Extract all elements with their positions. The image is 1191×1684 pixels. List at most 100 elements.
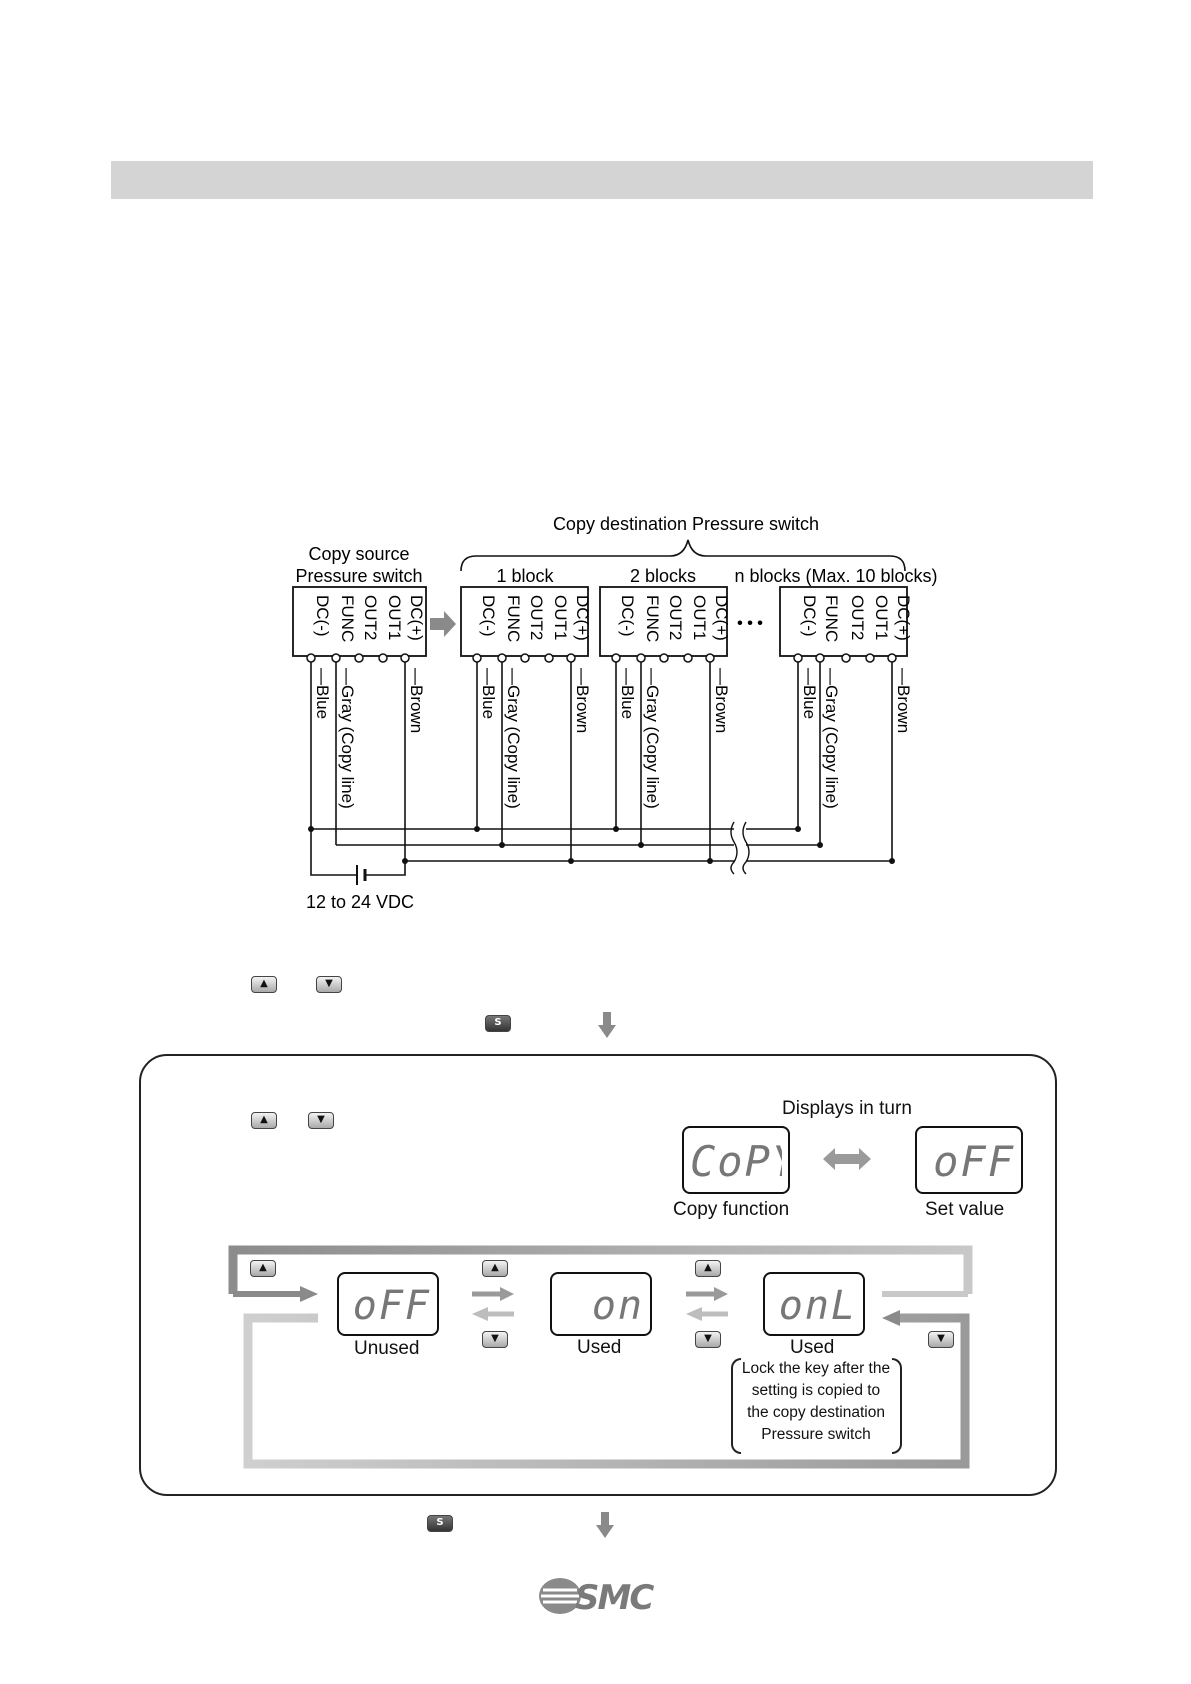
state-display-onl: onL bbox=[763, 1272, 865, 1336]
state-display-on: on bbox=[550, 1272, 652, 1336]
terminal-dot bbox=[793, 653, 803, 663]
terminal-label: DC(+) bbox=[407, 595, 426, 641]
wiring-diagram: Copy destination Pressure switch Copy so… bbox=[292, 514, 938, 912]
wire-label: —Gray (Copy line) bbox=[643, 668, 662, 809]
terminal-label: FUNC bbox=[504, 595, 523, 642]
lock-note-line: Pressure switch bbox=[761, 1426, 871, 1443]
destination-brace bbox=[460, 539, 906, 572]
block-1-label: 1 block bbox=[496, 566, 554, 586]
wire-label: —Brown bbox=[573, 668, 592, 733]
state-display-text: on bbox=[591, 1283, 644, 1328]
terminal-label: DC(-) bbox=[618, 595, 637, 637]
ellipsis: • • • bbox=[737, 615, 763, 632]
line-break-mark bbox=[730, 821, 750, 875]
terminal-label: OUT1 bbox=[551, 595, 570, 640]
terminal-label: OUT1 bbox=[385, 595, 404, 640]
wire-label: —Brown bbox=[894, 668, 913, 733]
section-header-bar bbox=[111, 161, 1093, 199]
wire-label: —Gray (Copy line) bbox=[504, 668, 523, 809]
source-label-line2: Pressure switch bbox=[295, 566, 422, 586]
smc-logo: SMC bbox=[537, 1576, 667, 1618]
wire-label: —Blue bbox=[313, 668, 332, 719]
terminal-label: DC(+) bbox=[894, 595, 913, 641]
terminal-label: OUT2 bbox=[527, 595, 546, 640]
copy-display-text: CoPY bbox=[690, 1137, 782, 1186]
terminal-label: OUT1 bbox=[690, 595, 709, 640]
terminal-dot bbox=[683, 653, 693, 663]
up-key-icon: ▲ bbox=[482, 1260, 508, 1277]
up-key-icon: ▲ bbox=[251, 976, 277, 993]
terminal-label: DC(-) bbox=[800, 595, 819, 637]
destination-title: Copy destination Pressure switch bbox=[553, 514, 819, 534]
block-2-label: 2 blocks bbox=[630, 566, 696, 586]
terminal-dot bbox=[636, 653, 646, 663]
copy-display: CoPY bbox=[682, 1126, 790, 1194]
smc-logo-text: SMC bbox=[575, 1578, 654, 1618]
terminal-dot bbox=[354, 653, 364, 663]
lock-note-line: Lock the key after the bbox=[741, 1360, 891, 1377]
terminal-dot bbox=[887, 653, 897, 663]
copy-arrow bbox=[430, 611, 456, 637]
terminal-label: FUNC bbox=[338, 595, 357, 642]
terminal-label: FUNC bbox=[822, 595, 841, 642]
note-paren-left bbox=[731, 1358, 741, 1454]
displays-in-turn-label: Displays in turn bbox=[782, 1098, 912, 1119]
terminal-dot bbox=[865, 653, 875, 663]
terminal-dot bbox=[659, 653, 669, 663]
down-key-icon: ▼ bbox=[928, 1331, 954, 1348]
set-value-label: Set value bbox=[925, 1199, 1005, 1220]
copy-function-panel bbox=[139, 1054, 1057, 1496]
down-arrow-icon bbox=[598, 1012, 616, 1038]
terminal-label: DC(-) bbox=[313, 595, 332, 637]
state-display-text: oFF bbox=[352, 1283, 431, 1328]
alternate-arrow-icon bbox=[823, 1148, 871, 1170]
down-key-icon: ▼ bbox=[695, 1331, 721, 1348]
lock-note-line: the copy destination bbox=[747, 1404, 885, 1421]
state-label-unused: Unused bbox=[354, 1338, 420, 1359]
source-label-line1: Copy source bbox=[308, 544, 409, 564]
wire-label: —Brown bbox=[407, 668, 426, 733]
copy-function-label: Copy function bbox=[673, 1199, 790, 1220]
up-key-icon: ▲ bbox=[250, 1260, 276, 1277]
terminal-dot bbox=[611, 653, 621, 663]
wire-label: —Blue bbox=[800, 668, 819, 719]
state-label-used: Used bbox=[790, 1337, 835, 1358]
terminal-dot bbox=[331, 653, 341, 663]
down-key-icon: ▼ bbox=[308, 1112, 334, 1129]
terminal-dot bbox=[306, 653, 316, 663]
state-label-used: Used bbox=[577, 1337, 622, 1358]
set-key-icon: S bbox=[427, 1515, 453, 1532]
terminal-label: OUT2 bbox=[848, 595, 867, 640]
wire-label: —Gray (Copy line) bbox=[822, 668, 841, 809]
terminal-label: DC(-) bbox=[479, 595, 498, 637]
smc-logo-mark bbox=[539, 1578, 581, 1614]
off-display: oFF bbox=[915, 1126, 1023, 1194]
terminal-dot bbox=[378, 653, 388, 663]
terminal-dot bbox=[841, 653, 851, 663]
block-n-label: n blocks (Max. 10 blocks) bbox=[734, 566, 937, 586]
down-key-icon: ▼ bbox=[316, 976, 342, 993]
terminal-dot bbox=[400, 653, 410, 663]
terminal-label: DC(+) bbox=[573, 595, 592, 641]
wire-label: —Blue bbox=[479, 668, 498, 719]
terminal-dot bbox=[497, 653, 507, 663]
wire-label: —Gray (Copy line) bbox=[338, 668, 357, 809]
off-display-text: oFF bbox=[933, 1137, 1015, 1186]
lock-note-line: setting is copied to bbox=[751, 1382, 881, 1399]
terminal-label: OUT1 bbox=[872, 595, 891, 640]
terminal-dot bbox=[705, 653, 715, 663]
source-switch-box bbox=[292, 586, 427, 657]
wire-label: —Blue bbox=[618, 668, 637, 719]
terminal-label: OUT2 bbox=[361, 595, 380, 640]
up-key-icon: ▲ bbox=[251, 1112, 277, 1129]
terminal-dot bbox=[472, 653, 482, 663]
wire-label: —Brown bbox=[712, 668, 731, 733]
terminal-dot bbox=[520, 653, 530, 663]
terminal-label: OUT2 bbox=[666, 595, 685, 640]
state-display-text: onL bbox=[778, 1283, 857, 1328]
terminal-dot bbox=[544, 653, 554, 663]
supply-voltage-label: 12 to 24 VDC bbox=[306, 892, 414, 912]
set-key-icon: S bbox=[485, 1015, 511, 1032]
down-key-icon: ▼ bbox=[482, 1331, 508, 1348]
